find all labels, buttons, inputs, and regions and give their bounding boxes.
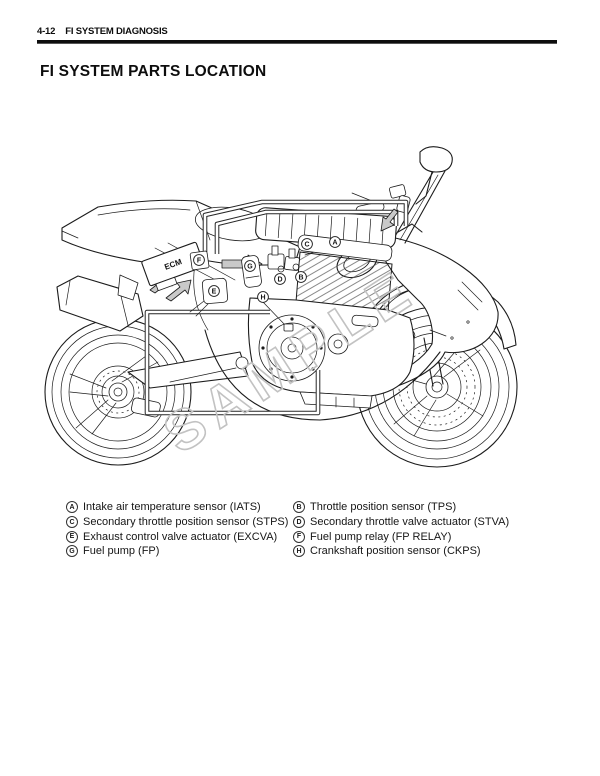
engine: [247, 234, 415, 409]
header-rule: [37, 40, 557, 44]
legend-text-h: Crankshaft position sensor (CKPS): [310, 545, 481, 558]
legend-text-a: Intake air temperature sensor (IATS): [83, 501, 261, 514]
parts-legend: A Intake air temperature sensor (IATS) C…: [66, 500, 546, 559]
legend-circle-a: A: [66, 501, 78, 514]
legend-circle-e: E: [66, 530, 78, 543]
legend-circle-h: H: [293, 545, 305, 558]
legend-item-a: A Intake air temperature sensor (IATS): [66, 500, 293, 515]
mirror: [415, 146, 453, 205]
section-title: FI SYSTEM DIAGNOSIS: [65, 26, 168, 37]
callout-f: F: [193, 254, 205, 266]
legend-circle-f: F: [293, 530, 305, 543]
callout-b: B: [295, 271, 307, 283]
callout-e: E: [208, 285, 220, 297]
rear-wheel: [44, 318, 192, 466]
legend-item-g: G Fuel pump (FP): [66, 544, 293, 559]
legend-text-c: Secondary throttle position sensor (STPS…: [83, 516, 289, 529]
legend-item-e: E Exhaust control valve actuator (EXCVA): [66, 529, 293, 544]
page-header: 4-12 FI SYSTEM DIAGNOSIS: [37, 26, 557, 44]
legend-text-e: Exhaust control valve actuator (EXCVA): [83, 530, 278, 543]
legend-text-g: Fuel pump (FP): [83, 545, 160, 558]
fi-components: [189, 245, 300, 332]
harness-routing: [144, 199, 409, 416]
page-number: 4-12: [37, 26, 56, 37]
legend-item-d: D Secondary throttle valve actuator (STV…: [293, 515, 546, 530]
fi-parts-diagram: ECM: [40, 135, 560, 480]
legend-text-b: Throttle position sensor (TPS): [310, 501, 457, 514]
callout-d: D: [274, 273, 286, 285]
lower-cowl-line: [204, 329, 441, 421]
legend-circle-b: B: [293, 501, 305, 514]
legend-item-c: C Secondary throttle position sensor (ST…: [66, 515, 293, 530]
swingarm: [127, 351, 249, 389]
callout-h: H: [257, 291, 269, 303]
legend-item-b: B Throttle position sensor (TPS): [293, 500, 546, 515]
callout-c: C: [301, 238, 313, 250]
motorcycle-line-art: ECM: [44, 146, 518, 468]
ckps-wire: [262, 301, 287, 327]
svg-text:C: C: [304, 242, 309, 249]
exhaust-muffler: [56, 274, 144, 332]
svg-text:E: E: [212, 289, 217, 296]
throttle-body: [267, 245, 300, 273]
legend-circle-g: G: [66, 545, 78, 558]
ecm-unit: ECM: [141, 241, 205, 291]
airbox: [255, 207, 397, 249]
legend-text-f: Fuel pump relay (FP RELAY): [310, 530, 452, 543]
svg-text:D: D: [277, 277, 282, 284]
diagram-callouts: A C D B F: [193, 236, 341, 303]
legend-circle-d: D: [293, 516, 305, 529]
svg-text:H: H: [260, 295, 265, 302]
svg-text:F: F: [197, 258, 202, 265]
callout-a: A: [329, 236, 341, 248]
callout-g: G: [244, 260, 256, 272]
svg-text:A: A: [332, 240, 337, 247]
svg-text:B: B: [298, 275, 303, 282]
page-title: FI SYSTEM PARTS LOCATION: [40, 63, 267, 80]
svg-text:G: G: [247, 264, 253, 271]
legend-item-h: H Crankshaft position sensor (CKPS): [293, 544, 546, 559]
legend-circle-c: C: [66, 516, 78, 529]
legend-text-d: Secondary throttle valve actuator (STVA): [310, 516, 510, 529]
legend-item-f: F Fuel pump relay (FP RELAY): [293, 529, 546, 544]
